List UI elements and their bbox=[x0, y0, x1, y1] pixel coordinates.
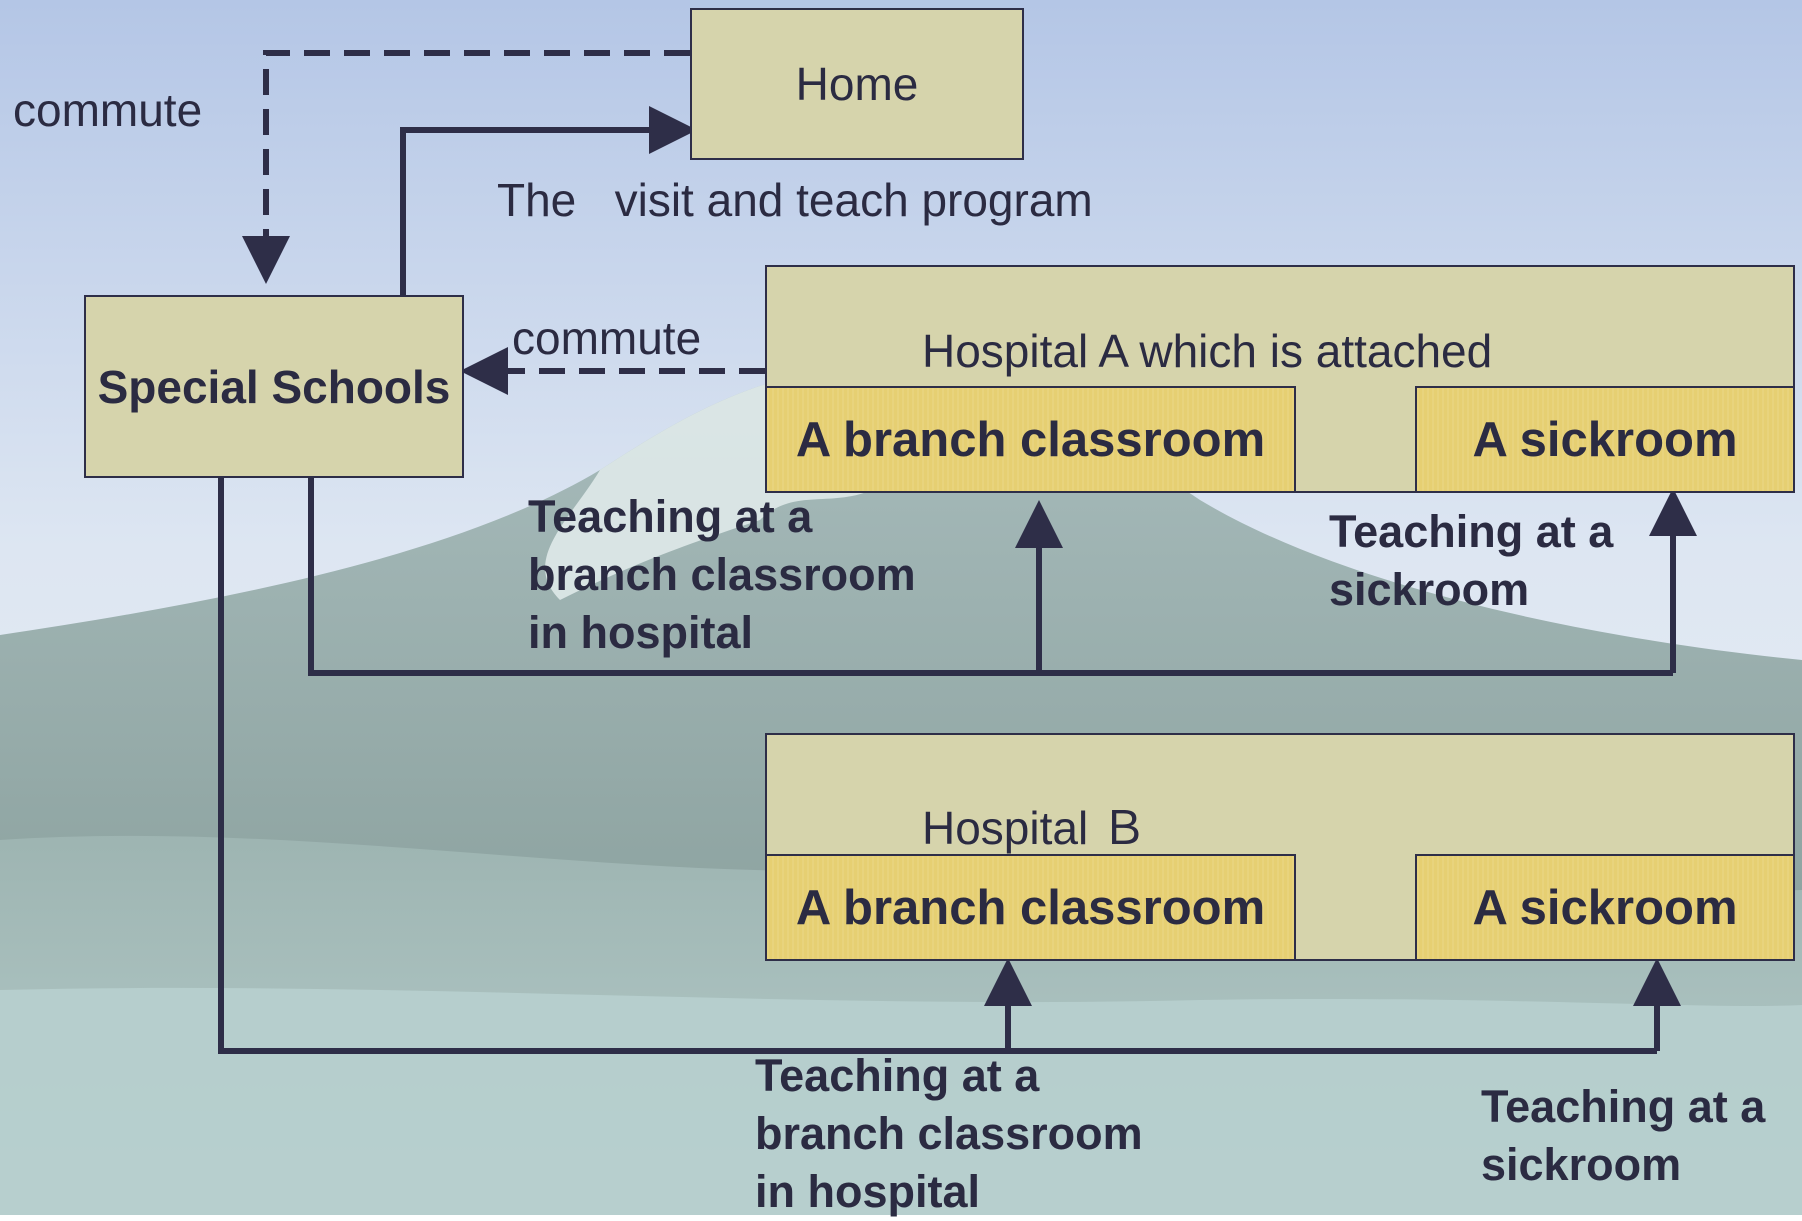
special-schools-box: Special Schools bbox=[84, 295, 464, 478]
hospital-b-branch-classroom: A branch classroom bbox=[765, 854, 1296, 961]
hospital-b-connector bbox=[218, 478, 1657, 1054]
home-label: Home bbox=[795, 58, 919, 110]
hospital-b-sickroom: A sickroom bbox=[1415, 854, 1795, 961]
hospital-b-sickroom-label: A sickroom bbox=[1472, 880, 1738, 935]
hospital-b-teach-branch-label: Teaching at a branch classroom in hospit… bbox=[755, 1050, 1143, 1217]
commute-home-line bbox=[242, 50, 690, 284]
hospital-a-branch-classroom: A branch classroom bbox=[765, 386, 1296, 493]
hospital-a-teach-sickroom-label: Teaching at a sickroom bbox=[1329, 506, 1614, 615]
hospital-a-title: Hospital A which is attached bbox=[922, 325, 1493, 377]
hospital-a-branch-label: A branch classroom bbox=[795, 412, 1266, 467]
home-box: Home bbox=[690, 8, 1024, 160]
hospital-b-branch-label: A branch classroom bbox=[795, 880, 1266, 935]
special-schools-label: Special Schools bbox=[97, 360, 451, 413]
hospital-a-connector bbox=[308, 478, 1673, 676]
commute-label-top: commute bbox=[13, 84, 203, 136]
visit-teach-line bbox=[400, 106, 697, 295]
hospital-a-sickroom-label: A sickroom bbox=[1472, 412, 1738, 467]
visit-program-label: The visit and teach program bbox=[497, 174, 1093, 226]
commute-label-mid: commute bbox=[512, 312, 702, 364]
hospital-a-sickroom: A sickroom bbox=[1415, 386, 1795, 493]
hospital-a-teach-branch-label: Teaching at a branch classroom in hospit… bbox=[528, 491, 916, 658]
hospital-b-teach-sickroom-label: Teaching at a sickroom bbox=[1481, 1081, 1766, 1190]
hospital-b-title: Hospital Ｂ bbox=[922, 802, 1147, 854]
